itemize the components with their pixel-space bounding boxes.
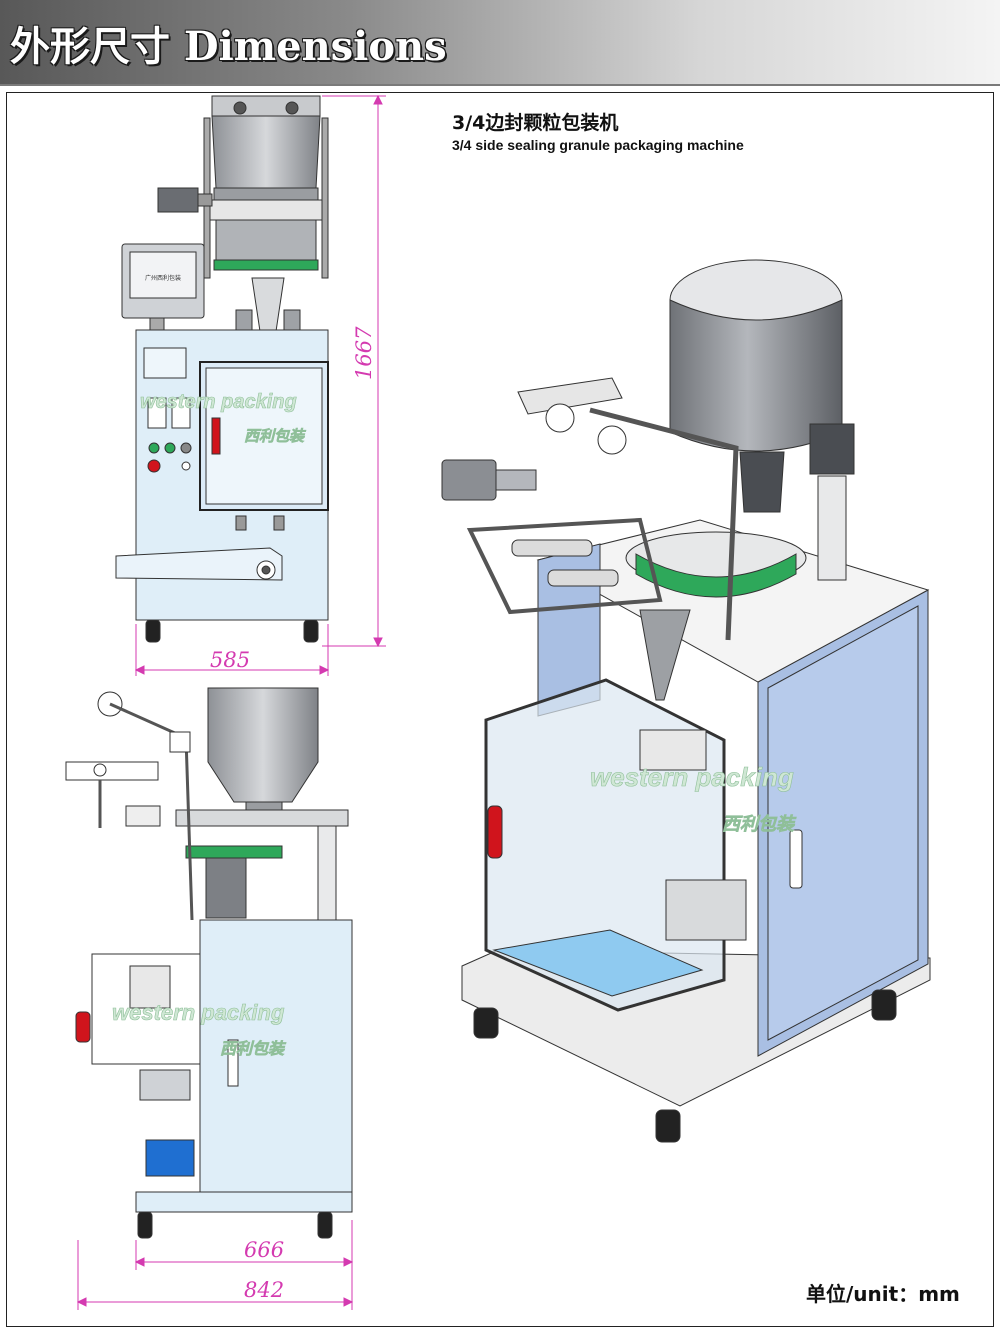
- drawing-frame: [6, 92, 994, 1327]
- iso-wheel-2: [655, 1109, 681, 1143]
- front-door-handle: [211, 417, 221, 455]
- header-bar: [0, 0, 1000, 84]
- side-dimension-lines: [76, 1220, 354, 1310]
- dimension-width-666: 666: [244, 1238, 285, 1262]
- side-door-handle: [227, 1039, 239, 1087]
- side-base: [135, 1191, 353, 1213]
- iso-conveyor: [492, 929, 704, 997]
- iso-forming-tube: [639, 609, 691, 701]
- front-wheel-right: [303, 619, 319, 643]
- iso-green-ring: [635, 553, 797, 598]
- machine-title-en: 3/4 side sealing granule packaging machi…: [452, 137, 744, 153]
- side-cabinet: [199, 919, 353, 1193]
- watermark-zh-side: 西利包装: [220, 1040, 287, 1058]
- front-view: 广州西利包装: [115, 95, 329, 643]
- watermark-zh-iso: 西利包装: [722, 814, 797, 834]
- iso-film-arm: [517, 377, 623, 415]
- watermark-en-front: western packing: [140, 391, 297, 413]
- front-dimension-lines: [134, 94, 386, 676]
- screen-label: 广州西利包装: [145, 274, 181, 282]
- machine-title-zh: 3/4边封颗粒包装机: [452, 112, 619, 134]
- page-title: 外形尺寸 Dimensions: [10, 23, 447, 70]
- watermarks: western packing 西利包装 western packing 西利包…: [112, 391, 798, 1059]
- iso-motor: [441, 459, 497, 501]
- dimension-width-842: 842: [244, 1278, 285, 1302]
- watermark-en-iso: western packing: [590, 762, 794, 792]
- side-green-ring: [185, 845, 283, 859]
- iso-wheel-1: [473, 1007, 499, 1039]
- dimension-width-585: 585: [210, 648, 251, 672]
- watermark-en-side: western packing: [112, 1000, 285, 1025]
- iso-wheel-3: [871, 989, 897, 1021]
- side-view: [65, 687, 353, 1239]
- iso-door-handle: [487, 805, 503, 859]
- side-blue-motor: [145, 1139, 195, 1177]
- front-green-ring: [213, 259, 319, 271]
- header-rule: [0, 84, 1000, 86]
- side-wheel-left: [137, 1211, 153, 1239]
- front-motor: [157, 187, 199, 213]
- front-hopper-lid: [211, 95, 321, 117]
- dimension-height-1667: 1667: [352, 326, 376, 380]
- side-wheel-right: [317, 1211, 333, 1239]
- isometric-view: [441, 259, 931, 1143]
- front-hopper: [211, 115, 321, 189]
- front-bag-bracket: [115, 547, 283, 581]
- unit-label: 单位/unit：mm: [806, 1282, 960, 1306]
- iso-cabinet-handle: [789, 829, 803, 889]
- side-hopper: [207, 687, 319, 803]
- front-wheel-left: [145, 619, 161, 643]
- watermark-zh-front: 西利包装: [244, 427, 307, 445]
- side-red-handle: [75, 1011, 91, 1043]
